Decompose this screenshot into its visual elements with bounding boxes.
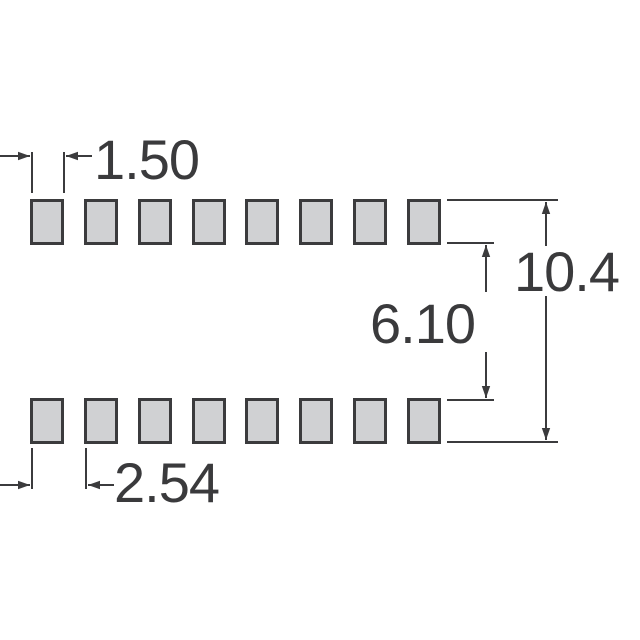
pad-bottom-5 (245, 398, 279, 444)
pad-top-2 (84, 199, 118, 245)
dim-inner-spacing (447, 242, 494, 401)
label-outer-spacing: 10.4 (514, 240, 620, 303)
label-pad-width: 1.50 (94, 128, 200, 191)
pad-bottom-6 (299, 398, 333, 444)
pad-bottom-4 (192, 398, 226, 444)
pad-bottom-2 (84, 398, 118, 444)
pad-top-4 (192, 199, 226, 245)
pad-bottom-3 (138, 398, 172, 444)
pad-bottom-7 (353, 398, 387, 444)
dim-pitch (0, 448, 114, 490)
pad-top-5 (245, 199, 279, 245)
pad-top-3 (138, 199, 172, 245)
pad-bottom-8 (407, 398, 441, 444)
label-pitch: 2.54 (114, 451, 220, 514)
pad-top-8 (407, 199, 441, 245)
label-inner-spacing: 6.10 (370, 292, 476, 355)
pad-top-6 (299, 199, 333, 245)
dim-outer-spacing (447, 199, 558, 443)
dim-pad-width (0, 151, 92, 193)
pad-top-1 (30, 199, 64, 245)
pad-top-7 (353, 199, 387, 245)
pad-bottom-1 (30, 398, 64, 444)
